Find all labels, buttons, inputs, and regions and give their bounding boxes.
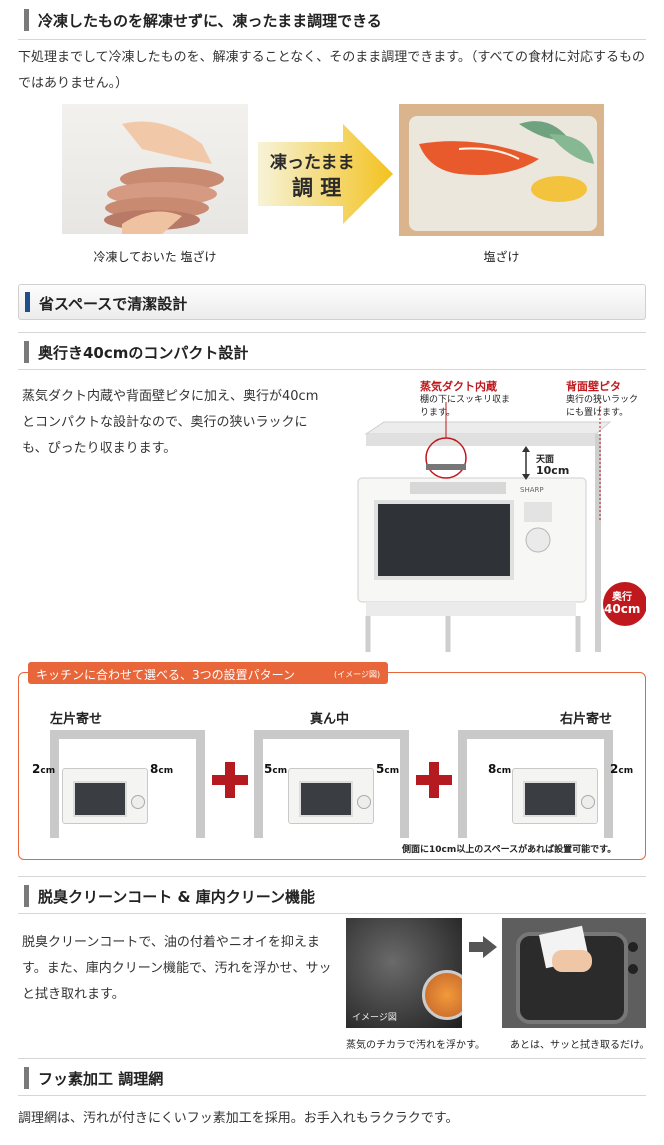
frozen-description: 下処理までして冷凍したものを、解凍することなく、そのまま調理できます。（すべての… bbox=[18, 50, 645, 91]
fluoro-description: 調理網は、汚れが付きにくいフッ素加工を採用。お手入れもラクラクです。 bbox=[18, 1111, 459, 1126]
knob-icon bbox=[628, 942, 638, 952]
wall-title: 背面壁ピタ bbox=[566, 380, 621, 393]
arrow-label-1: 凍ったまま bbox=[270, 153, 355, 173]
pattern-right-gap-right: 2cm bbox=[610, 762, 634, 776]
duct-note: 棚の下にスッキリ収まります。 bbox=[420, 395, 511, 418]
depth-label: 奥行 bbox=[612, 592, 632, 603]
header-bar bbox=[24, 1067, 29, 1089]
depth-value: 40cm bbox=[604, 602, 641, 616]
cooked-salmon-photo bbox=[399, 104, 604, 236]
space-section-banner: 省スペースで清潔設計 bbox=[18, 284, 646, 320]
top-clearance-label: 天面 bbox=[536, 455, 555, 465]
wall-note: 奥行の狭いラックにも置けます。 bbox=[566, 395, 639, 418]
header-bar bbox=[24, 341, 29, 363]
banner-title: 省スペースで清潔設計 bbox=[39, 295, 188, 313]
caption-frozen-salmon: 冷凍しておいた 塩ざけ bbox=[93, 250, 217, 264]
frozen-salmon-photo bbox=[62, 104, 248, 234]
section-title: フッ素加工 調理網 bbox=[38, 1070, 164, 1088]
header-bar bbox=[24, 885, 29, 907]
pattern-left-frame bbox=[50, 730, 205, 838]
patterns-banner-title: キッチンに合わせて選べる、3つの設置パターン bbox=[36, 668, 296, 682]
caption-steam: 蒸気のチカラで汚れを浮かす。 bbox=[346, 1040, 485, 1051]
pattern-center-gap-left: 5cm bbox=[264, 762, 288, 776]
duct-title: 蒸気ダクト内蔵 bbox=[420, 380, 497, 393]
section-compact-header: 奥行き40cmのコンパクト設計 bbox=[18, 332, 646, 370]
patterns-banner-note: (イメージ図) bbox=[334, 670, 381, 679]
banner-bar bbox=[25, 292, 30, 312]
pattern-right-frame bbox=[458, 730, 613, 838]
pattern-center-gap-right: 5cm bbox=[376, 762, 400, 776]
section-title: 脱臭クリーンコート & 庫内クリーン機能 bbox=[38, 888, 316, 906]
compact-oven-diagram bbox=[357, 402, 646, 652]
pattern-center-label: 真ん中 bbox=[310, 712, 350, 727]
pattern-left-oven bbox=[62, 768, 148, 824]
top-clearance-value: 10cm bbox=[536, 464, 570, 477]
header-bar bbox=[24, 9, 29, 31]
plus-icon bbox=[416, 762, 452, 798]
pattern-center-oven bbox=[288, 768, 374, 824]
section-fluoro-header: フッ素加工 調理網 bbox=[18, 1058, 646, 1096]
pattern-left-gap-left: 2cm bbox=[32, 762, 56, 776]
patterns-footnote: 側面に10cm以上のスペースがあれば設置可能です。 bbox=[402, 845, 617, 855]
pattern-center-frame bbox=[254, 730, 409, 838]
caption-wipe: あとは、サッと拭き取るだけ。 bbox=[510, 1040, 650, 1051]
pattern-left-gap-right: 8cm bbox=[150, 762, 174, 776]
caption-cooked-salmon: 塩ざけ bbox=[483, 250, 520, 264]
section-clean-header: 脱臭クリーンコート & 庫内クリーン機能 bbox=[18, 876, 646, 914]
arrow-label-2: 調 理 bbox=[292, 176, 342, 200]
stain-zoom-icon bbox=[422, 970, 462, 1020]
frozen-arrow bbox=[258, 124, 393, 224]
pattern-right-label: 右片寄せ bbox=[560, 712, 613, 727]
section-title: 冷凍したものを解凍せずに、凍ったまま調理できる bbox=[38, 12, 382, 30]
oven-brand: SHARP bbox=[520, 486, 544, 494]
compact-description: 蒸気ダクト内蔵や背面壁ピタに加え、奥行が40cmとコンパクトな設計なので、奥行の… bbox=[22, 389, 319, 456]
plus-icon bbox=[212, 762, 248, 798]
knob-icon bbox=[628, 964, 638, 974]
wipe-photo bbox=[502, 918, 646, 1028]
pattern-right-oven bbox=[512, 768, 598, 824]
pattern-right-gap-left: 8cm bbox=[488, 762, 512, 776]
steam-photo: イメージ図 bbox=[346, 918, 462, 1028]
next-arrow-icon bbox=[469, 936, 497, 958]
pattern-left-label: 左片寄せ bbox=[50, 712, 103, 727]
clean-description: 脱臭クリーンコートで、油の付着やニオイを抑えます。また、庫内クリーン機能で、汚れ… bbox=[22, 935, 332, 1002]
image-note: イメージ図 bbox=[352, 1013, 397, 1023]
patterns-banner: キッチンに合わせて選べる、3つの設置パターン (イメージ図) bbox=[28, 662, 388, 684]
section-title: 奥行き40cmのコンパクト設計 bbox=[38, 344, 249, 362]
section-frozen-header: 冷凍したものを解凍せずに、凍ったまま調理できる bbox=[18, 0, 646, 40]
